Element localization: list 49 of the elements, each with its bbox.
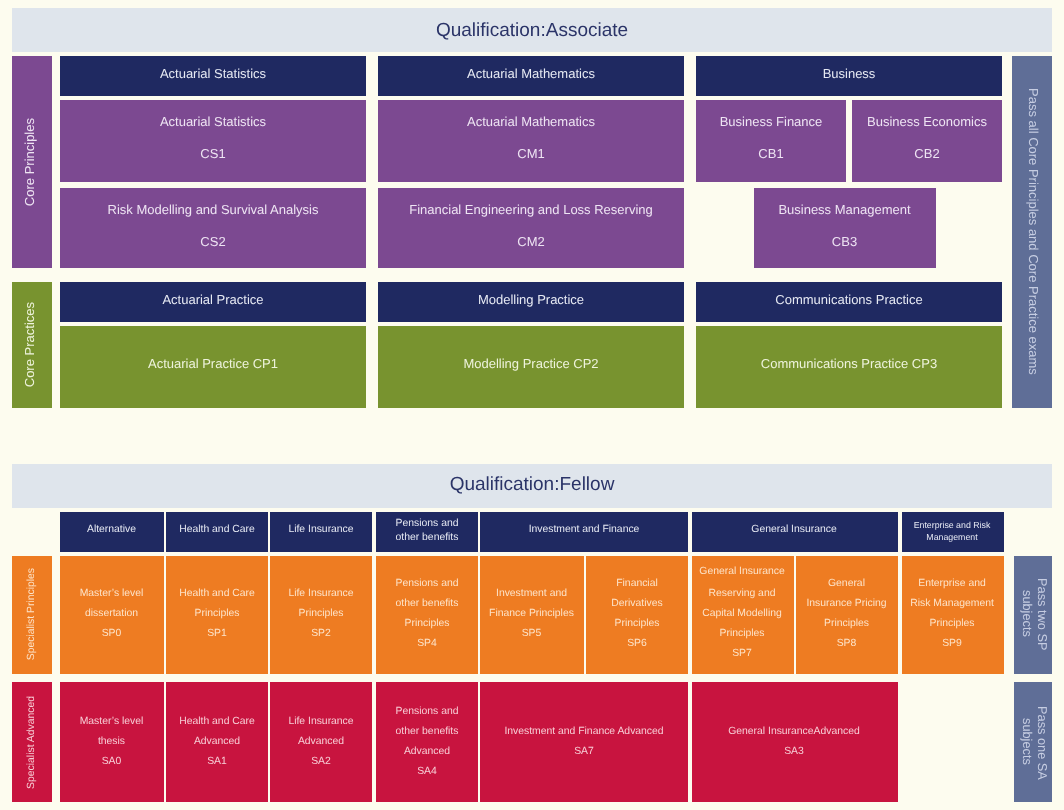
exam-module-box bbox=[376, 682, 478, 802]
exam-module-box bbox=[901, 555, 1003, 673]
exam-module-box bbox=[796, 555, 897, 673]
subject-header-bar bbox=[901, 511, 1003, 551]
requirement-side-bar bbox=[1012, 56, 1051, 408]
section-title-band bbox=[12, 8, 1052, 52]
subject-header-bar bbox=[378, 282, 684, 322]
exam-module-box bbox=[480, 555, 583, 673]
exam-module-box bbox=[852, 100, 1002, 181]
exam-module-box bbox=[586, 555, 688, 673]
exam-module-box bbox=[378, 100, 684, 181]
subject-header-bar bbox=[378, 56, 684, 96]
section-title: Qualification:Associate bbox=[435, 19, 629, 41]
exam-module-box bbox=[166, 682, 268, 802]
exam-module-box bbox=[691, 555, 793, 673]
subject-header-bar bbox=[60, 56, 366, 96]
exam-module-box bbox=[60, 555, 163, 673]
exam-module-box bbox=[378, 188, 684, 268]
exam-module-box bbox=[691, 682, 897, 802]
section-title: Qualification:Fellow bbox=[449, 474, 615, 497]
subject-header-bar bbox=[691, 511, 897, 551]
exam-module-box bbox=[60, 188, 366, 268]
exam-module-box bbox=[753, 188, 936, 268]
subject-header-bar bbox=[166, 511, 268, 551]
category-side-bar bbox=[12, 56, 51, 268]
section-title-band bbox=[12, 464, 1052, 507]
subject-header-bar bbox=[376, 511, 478, 551]
exam-module-box bbox=[376, 555, 478, 673]
subject-header-bar bbox=[696, 56, 1002, 96]
category-side-bar bbox=[12, 282, 51, 408]
requirement-side-bar bbox=[1013, 555, 1052, 673]
subject-header-bar bbox=[270, 511, 372, 551]
subject-header-bar bbox=[60, 282, 366, 322]
exam-module-box bbox=[696, 100, 846, 181]
requirement-side-bar bbox=[1013, 682, 1052, 802]
exam-module-box bbox=[378, 326, 684, 408]
exam-module-box bbox=[480, 682, 688, 802]
exam-module-box bbox=[60, 682, 163, 802]
exam-module-box bbox=[166, 555, 268, 673]
subject-header-bar bbox=[696, 282, 1002, 322]
category-side-bar bbox=[12, 555, 51, 673]
exam-module-box bbox=[270, 682, 372, 802]
exam-module-box bbox=[60, 100, 366, 181]
subject-header-bar bbox=[60, 511, 163, 551]
category-side-bar bbox=[12, 682, 51, 802]
exam-module-box bbox=[270, 555, 372, 673]
exam-module-box bbox=[60, 326, 366, 408]
subject-header-bar bbox=[480, 511, 688, 551]
exam-module-box bbox=[696, 326, 1002, 408]
